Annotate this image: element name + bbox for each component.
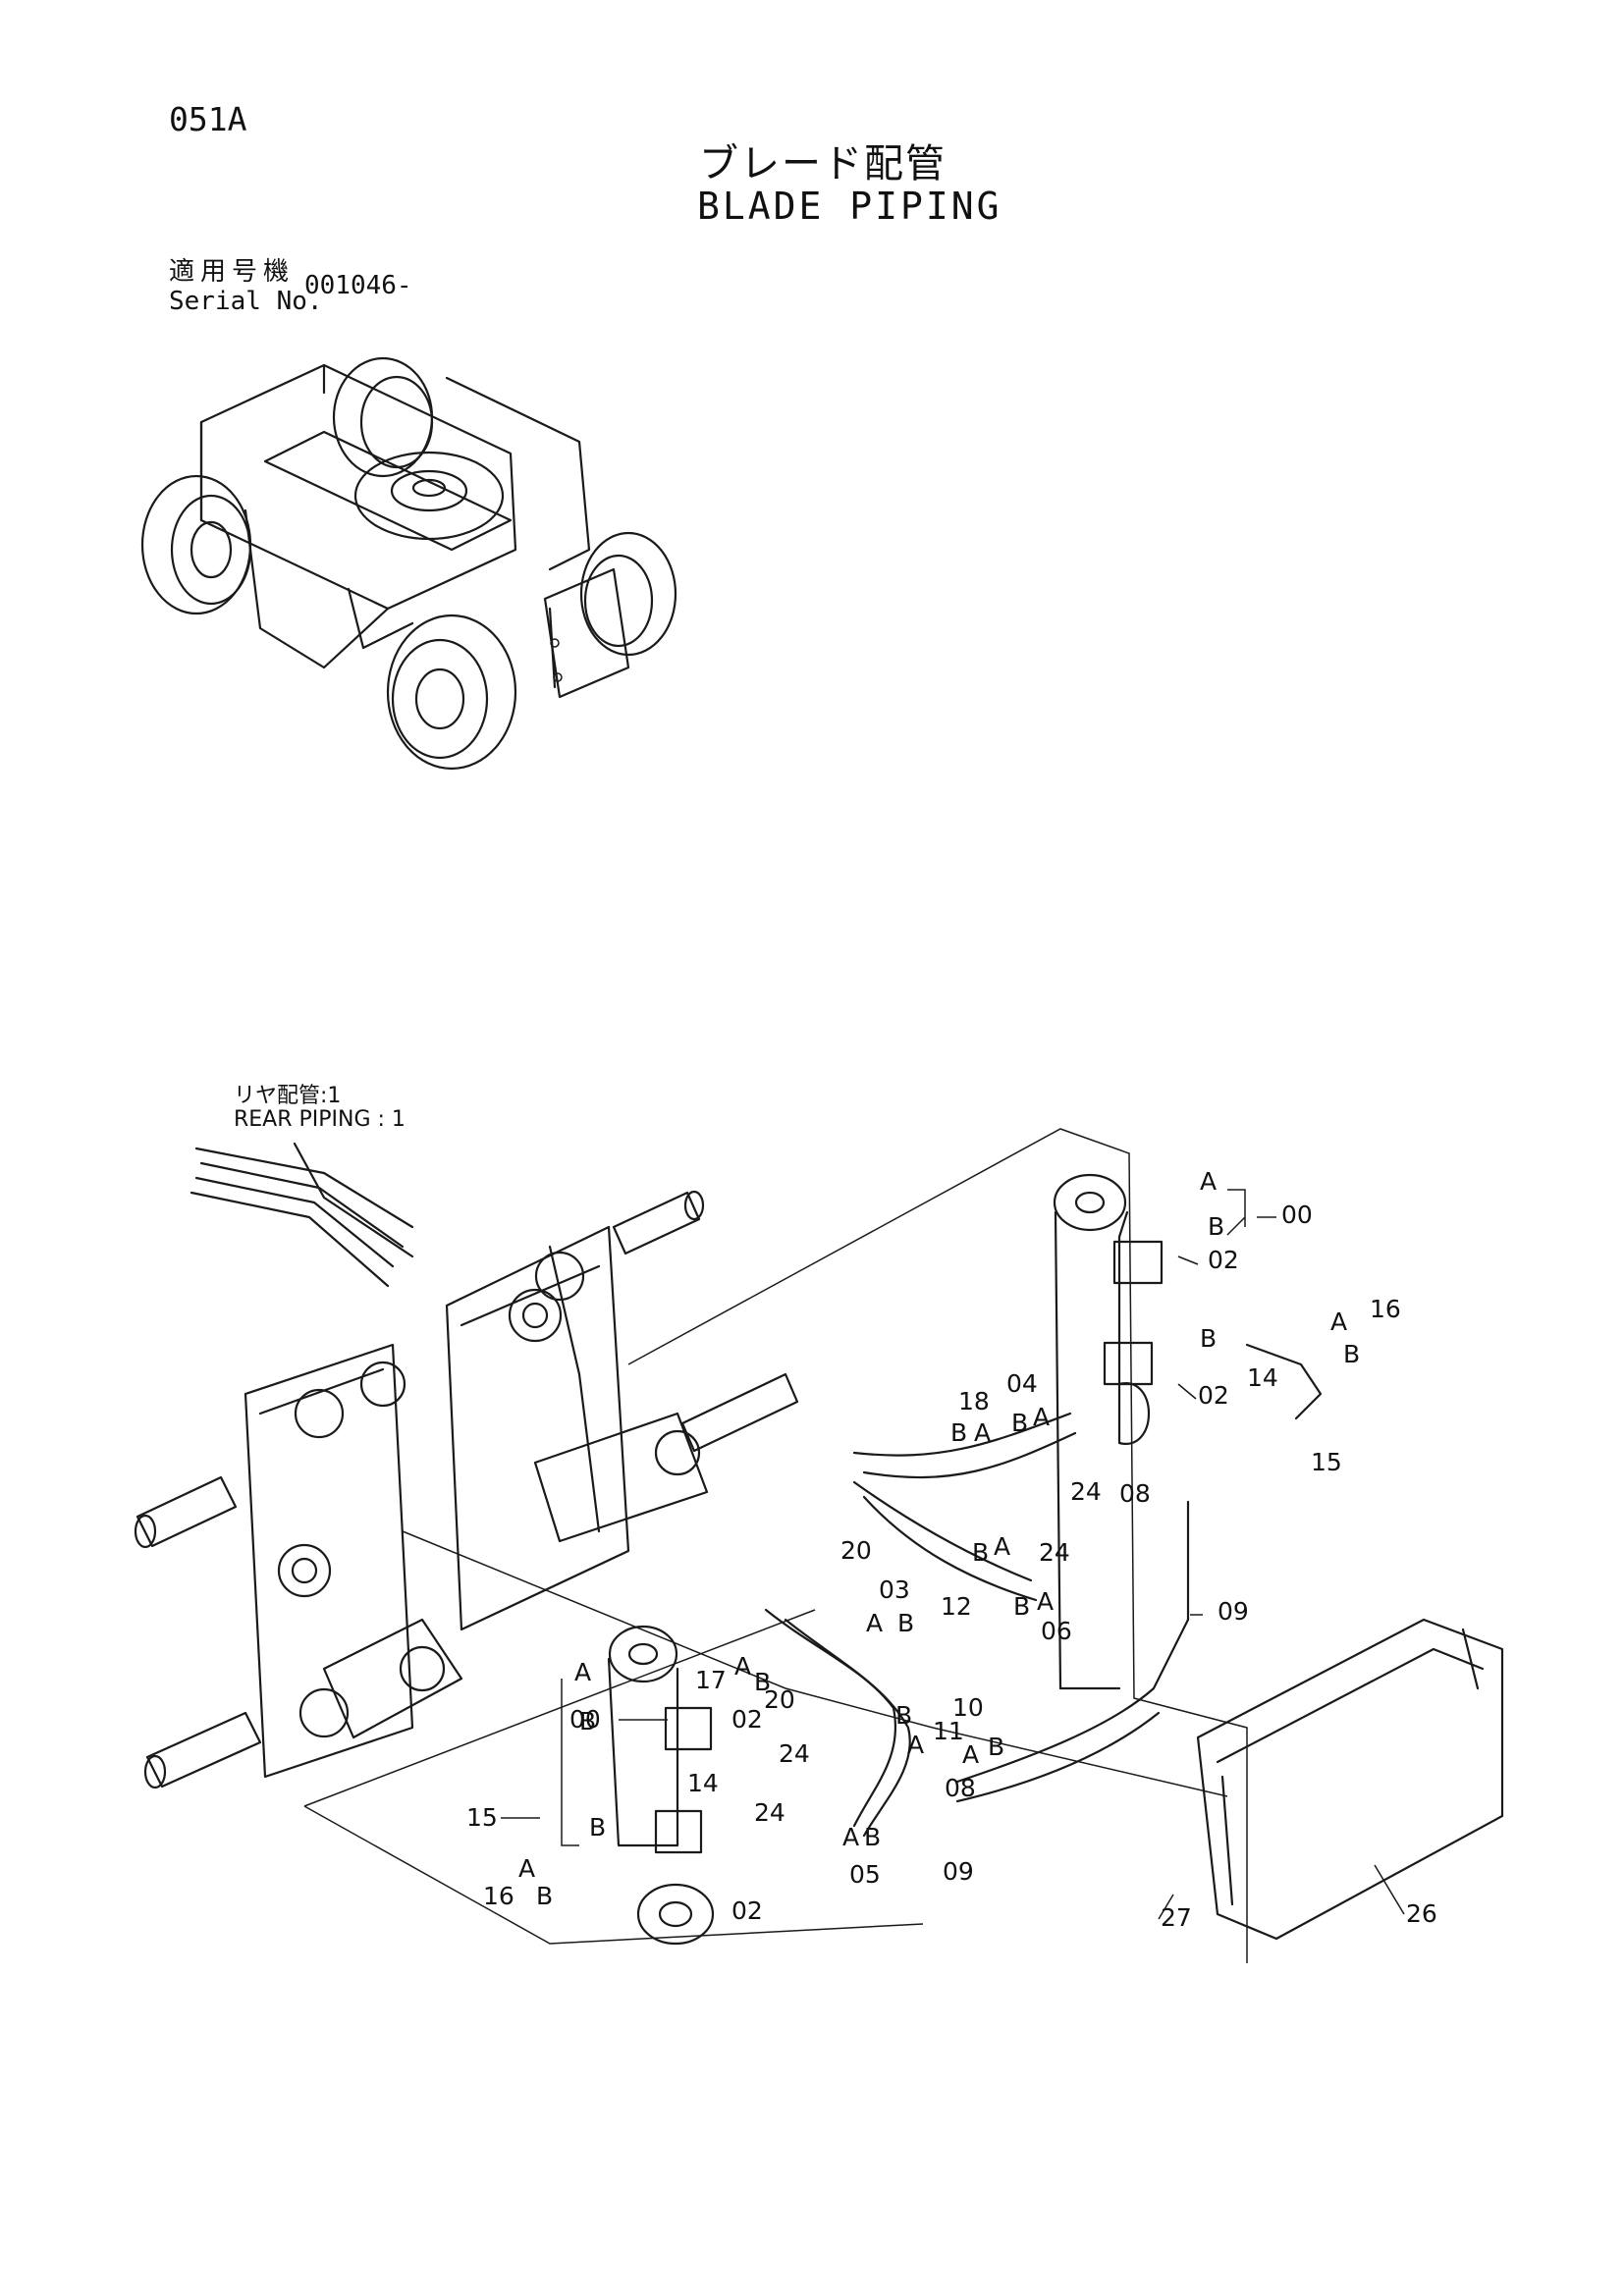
callout-08: 08 [1119, 1479, 1151, 1508]
port-marker-b: B [988, 1733, 1004, 1761]
callout-20: 20 [840, 1536, 872, 1565]
port-marker-b: B [897, 1609, 914, 1637]
callout-16: 16 [1370, 1295, 1401, 1323]
callout-04: 04 [1006, 1369, 1038, 1398]
port-marker-b: B [754, 1668, 771, 1696]
serial-label-japanese: 適用号機 [169, 257, 296, 287]
part-callouts: 00 00 02 02 02 02 03 04 05 06 08 08 09 0… [466, 1167, 1437, 1932]
port-marker-a: A [907, 1731, 924, 1759]
callout-05: 05 [849, 1860, 881, 1889]
callout-20: 20 [764, 1685, 795, 1714]
port-marker-a: A [734, 1652, 751, 1681]
callout-15: 15 [466, 1803, 498, 1832]
port-marker-a: A [1200, 1167, 1217, 1196]
callout-11: 11 [933, 1717, 964, 1745]
blade-cylinder-assembly-illustration [134, 1128, 1504, 1963]
callout-02: 02 [731, 1705, 763, 1734]
callout-12: 12 [941, 1592, 972, 1621]
page-code: 051A [169, 100, 247, 138]
port-marker-b: B [972, 1538, 989, 1567]
port-marker-b: B [895, 1701, 912, 1730]
callout-14: 14 [1247, 1363, 1278, 1392]
rear-piping-reference-japanese: リヤ配管:1 [234, 1084, 342, 1108]
callout-18: 18 [958, 1387, 990, 1415]
port-marker-a: A [994, 1532, 1010, 1561]
port-marker-a: A [866, 1609, 883, 1637]
port-marker-b: B [1200, 1324, 1217, 1353]
callout-17: 17 [695, 1666, 727, 1694]
port-marker-a: A [1037, 1587, 1054, 1616]
callout-06: 06 [1041, 1617, 1072, 1645]
page-title: BLADE PIPING [697, 185, 1002, 228]
callout-09: 09 [943, 1857, 974, 1886]
callout-08: 08 [945, 1774, 976, 1802]
callout-24: 24 [1070, 1477, 1102, 1506]
rear-piping-reference: REAR PIPING : 1 [234, 1107, 406, 1132]
port-marker-a: A [518, 1854, 535, 1883]
callout-leader-lines [501, 1189, 1405, 1920]
port-marker-b: B [864, 1823, 881, 1851]
callout-02: 02 [1208, 1246, 1239, 1274]
port-marker-b: B [1011, 1409, 1028, 1437]
port-marker-b: B [589, 1813, 606, 1842]
callout-00: 00 [569, 1705, 601, 1734]
port-marker-a: A [1033, 1403, 1050, 1431]
serial-number-value: 001046- [304, 271, 412, 300]
callout-14: 14 [687, 1769, 719, 1797]
callout-03: 03 [879, 1575, 910, 1604]
port-marker-b: B [1343, 1340, 1360, 1368]
port-marker-a: A [962, 1740, 979, 1769]
callout-24: 24 [754, 1798, 785, 1827]
callout-24: 24 [779, 1739, 810, 1768]
port-marker-b: B [950, 1418, 967, 1447]
callout-15: 15 [1311, 1448, 1342, 1476]
machine-overview-illustration [140, 356, 677, 771]
page-title-japanese: ブレード配管 [699, 141, 947, 187]
callout-10: 10 [952, 1693, 984, 1722]
callout-00: 00 [1281, 1201, 1313, 1229]
port-marker-a: A [1330, 1308, 1347, 1336]
port-marker-a: A [574, 1658, 591, 1686]
port-marker-b: B [1013, 1592, 1030, 1621]
port-marker-a: A [842, 1823, 859, 1851]
callout-16: 16 [483, 1882, 514, 1910]
callout-26: 26 [1406, 1899, 1437, 1928]
port-marker-a: A [974, 1418, 991, 1447]
serial-label: Serial No. [169, 287, 323, 316]
callout-02: 02 [1198, 1381, 1229, 1410]
callout-09: 09 [1218, 1597, 1249, 1626]
callout-24: 24 [1039, 1538, 1070, 1567]
port-marker-b: B [1208, 1212, 1224, 1241]
port-marker-b: B [579, 1707, 596, 1735]
port-marker-b: B [536, 1882, 553, 1910]
callout-02: 02 [731, 1896, 763, 1925]
